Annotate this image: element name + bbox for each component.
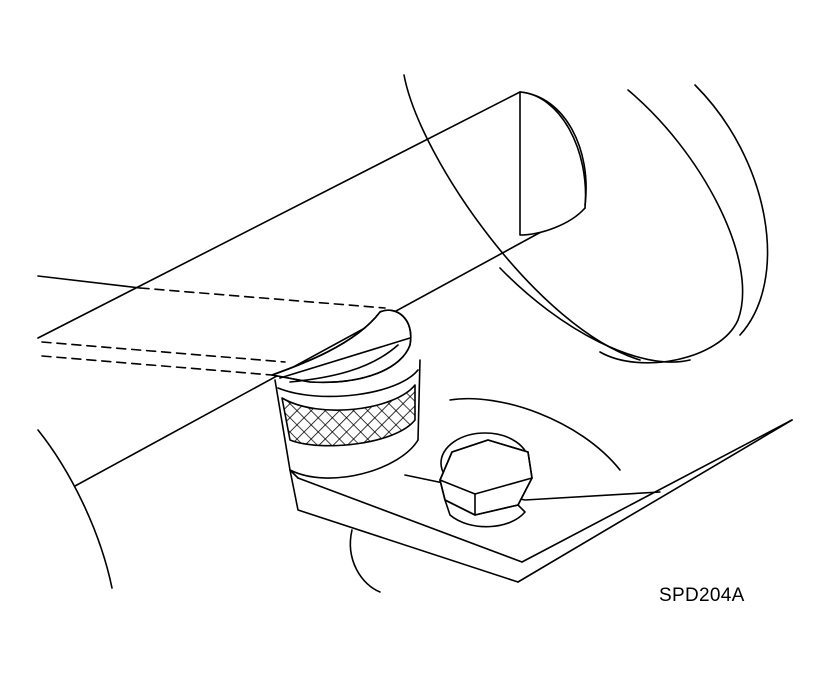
hidden-lines [41, 287, 386, 376]
shaft [37, 91, 587, 487]
hex-bolt [439, 432, 533, 528]
left-disc [37, 429, 113, 589]
lower-hub [349, 397, 621, 593]
large-disc [403, 74, 769, 364]
knurled-adjuster [274, 359, 421, 479]
bracket [289, 419, 793, 583]
figure-code-label: SPD204A [659, 585, 745, 606]
adjuster-cap [271, 309, 412, 384]
